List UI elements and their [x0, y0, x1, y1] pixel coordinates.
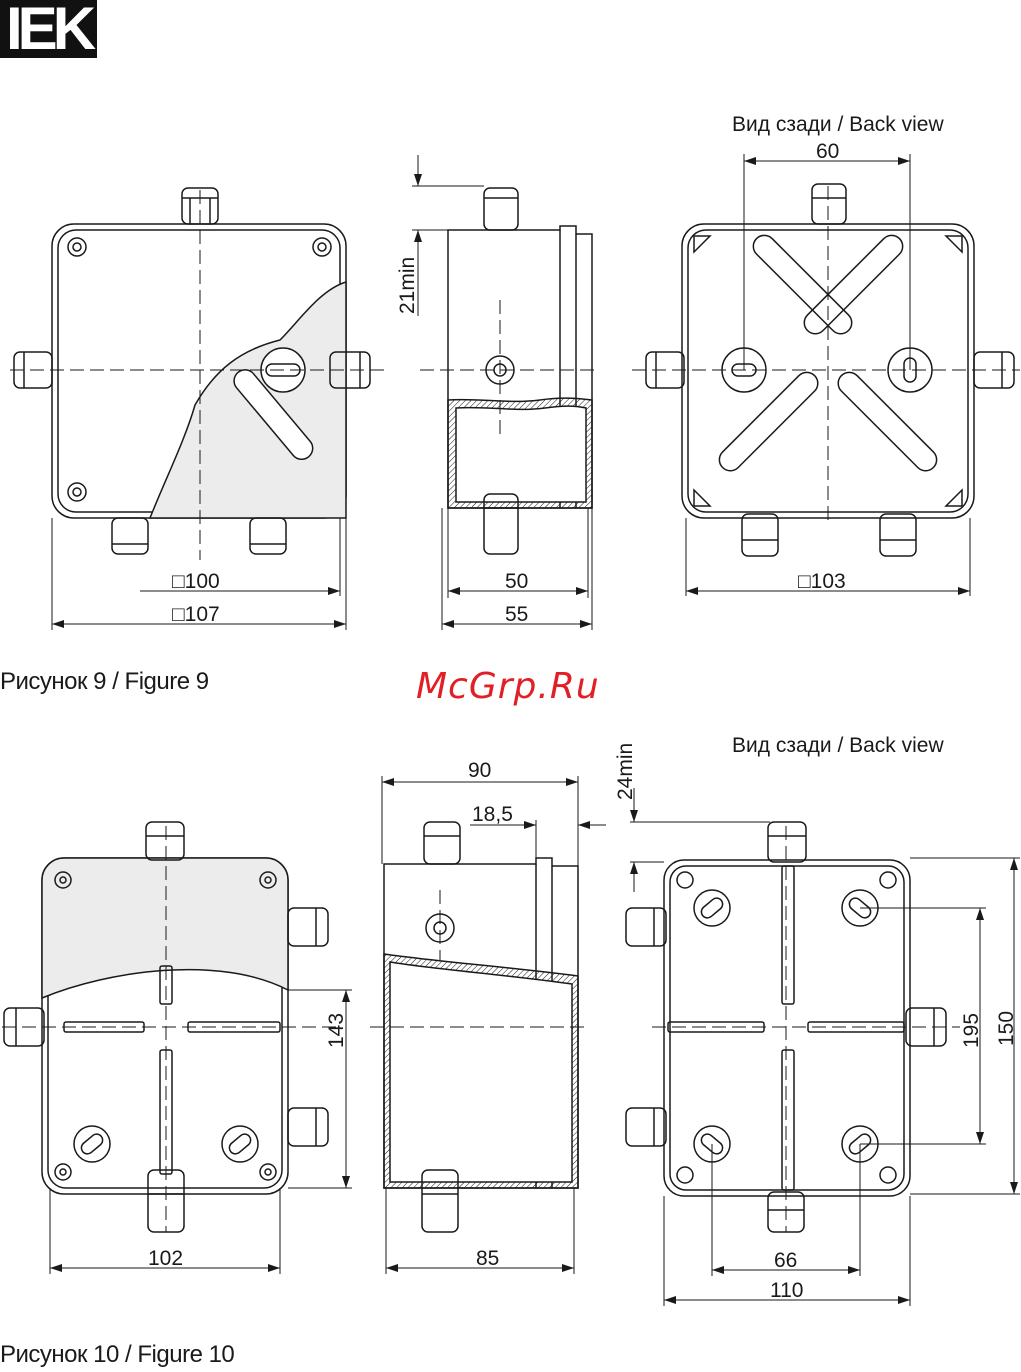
dimension-labels: □100 □107 21min 50 55 60 □103 Вид сзади … — [148, 113, 1018, 1302]
fig9-dim-side-inner: 50 — [505, 570, 528, 593]
fig10-back-view-label: Вид сзади / Back view — [732, 734, 944, 757]
fig9-side-view — [448, 188, 592, 554]
fig10-back-centerlines — [652, 826, 960, 1232]
fig10-dim-back-width: 110 — [770, 1279, 803, 1302]
figure9-caption: Рисунок 9 / Figure 9 — [0, 668, 209, 696]
figure10-caption: Рисунок 10 / Figure 10 — [0, 1341, 234, 1369]
fig10-dim-side-depth-outer: 90 — [468, 759, 491, 782]
fig10-dim-front-width: 102 — [148, 1247, 183, 1270]
fig10-dim-side-depth-inner: 85 — [476, 1247, 499, 1270]
fig9-back-view-label: Вид сзади / Back view — [732, 113, 944, 136]
fig9-dim-back-spacing: 60 — [816, 140, 839, 163]
fig10-dim-side-lid: 18,5 — [472, 803, 513, 826]
fig10-dim-back-spacing-y: 195 — [960, 1013, 983, 1048]
watermark: McGrp.Ru — [416, 666, 600, 707]
fig9-dim-side-min-gap: 21min — [396, 257, 419, 314]
fig9-dim-front-inner: □100 — [172, 570, 220, 593]
fig10-dim-back-min-gap: 24min — [614, 743, 637, 800]
fig10-dim-back-height: 150 — [995, 1011, 1018, 1046]
fig10-dim-back-spacing-x: 66 — [774, 1249, 797, 1272]
fig9-dim-back-size: □103 — [798, 570, 846, 593]
fig9-front-view — [14, 188, 370, 554]
fig9-dim-front-outer: □107 — [172, 603, 220, 626]
fig10-dim-front-height: 143 — [325, 1013, 348, 1048]
fig9-dim-side-outer: 55 — [505, 603, 528, 626]
